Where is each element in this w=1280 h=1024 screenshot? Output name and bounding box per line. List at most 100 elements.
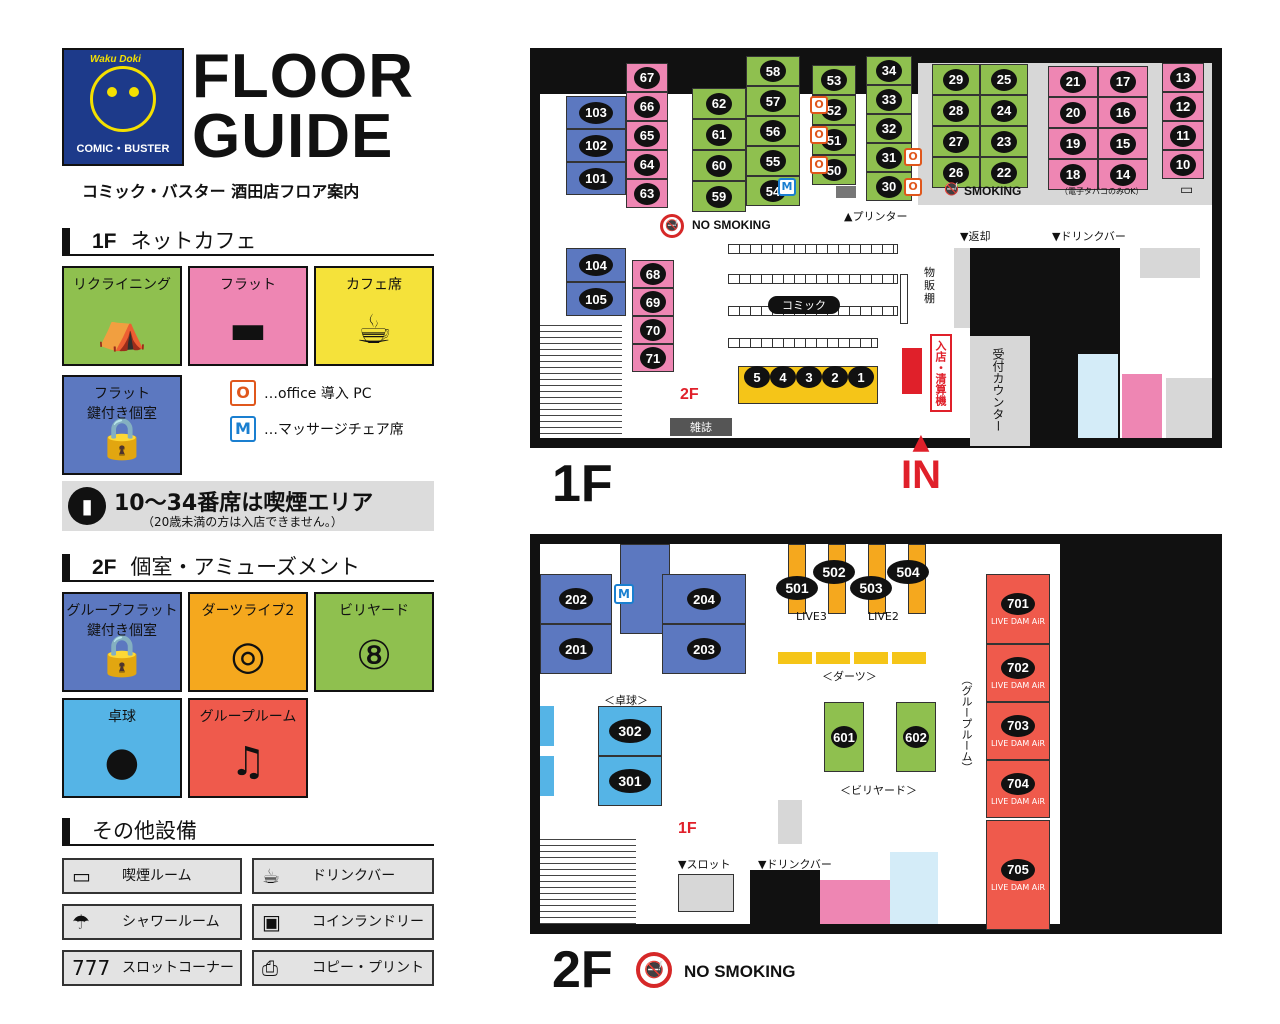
- cafe-seat-2: 2: [822, 366, 848, 388]
- printer-icon: ⎙: [262, 956, 278, 980]
- smoking-label: SMOKING: [964, 184, 1022, 198]
- dart-table: [816, 652, 850, 664]
- seat-number: 66: [634, 95, 660, 118]
- toilet-women: [1122, 374, 1162, 438]
- comic-shelf: [728, 338, 878, 348]
- seat-69: 69: [632, 288, 674, 316]
- stairs-2f: [540, 834, 636, 924]
- seat-67: 67: [626, 63, 668, 92]
- smoking-note-main: 10～34番席は喫煙エリア: [114, 491, 374, 516]
- washer-icon: ▣: [262, 910, 281, 934]
- seat-34: 34: [866, 56, 912, 85]
- seat-number: 34: [876, 59, 902, 82]
- locked-flat-icon: 🔒: [97, 416, 147, 462]
- seat-70: 70: [632, 316, 674, 344]
- comic-label: コミック: [768, 296, 840, 314]
- darts-label: ＜ダーツ＞: [822, 670, 877, 683]
- office-pc-icon: O: [810, 126, 828, 144]
- room-201: 201: [540, 624, 612, 674]
- seat-62: 62: [692, 88, 746, 119]
- pp-bench: [540, 706, 554, 746]
- seat-19: 19: [1048, 128, 1098, 159]
- seat-number: 65: [634, 124, 660, 147]
- seat-number: 29: [943, 68, 969, 91]
- seat-63: 63: [626, 179, 668, 208]
- seat-65: 65: [626, 121, 668, 150]
- toilet-women: [820, 880, 890, 924]
- seat-66: 66: [626, 92, 668, 121]
- seat-number: 57: [760, 90, 786, 112]
- dart-table: [778, 652, 812, 664]
- legend-office: O …office 導入 PC: [230, 380, 372, 406]
- seat-33: 33: [866, 85, 912, 114]
- seat-68: 68: [632, 260, 674, 288]
- seat-10: 10: [1162, 150, 1204, 179]
- other-label: その他設備: [92, 819, 197, 843]
- karaoke-label: LIVE DAM AiR: [990, 680, 1046, 690]
- dartboard-icon: ◎: [230, 633, 266, 679]
- seat-104: 104: [566, 248, 626, 282]
- seat-number: 18: [1060, 163, 1086, 186]
- group-room-number: 701: [1001, 592, 1035, 615]
- seat-103: 103: [566, 96, 626, 129]
- drinkbar-label: ▼ドリンクバー: [1052, 230, 1126, 243]
- no-smoking-icon: 🚭: [636, 952, 672, 988]
- room-203: 203: [662, 624, 746, 674]
- legend-massage-text: …マッサージチェア席: [264, 422, 404, 438]
- tile-group-flat: グループフラット 鍵付き個室🔒: [62, 592, 182, 692]
- drinkbar-counter: [1140, 248, 1200, 278]
- seat-71: 71: [632, 344, 674, 372]
- group-room-number: 705: [1001, 858, 1035, 881]
- cafe-seat-4: 4: [770, 366, 796, 388]
- seat-number: 105: [579, 288, 613, 310]
- equipment-label: 喫煙ルーム: [122, 868, 192, 884]
- seat-number: 27: [943, 130, 969, 153]
- seat-25: 25: [980, 64, 1028, 95]
- checkout-machine: [902, 348, 922, 394]
- slot-label: ▼スロット: [678, 858, 731, 871]
- seat-59: 59: [692, 181, 746, 212]
- karaoke-label: LIVE DAM AiR: [990, 738, 1046, 748]
- seat-number: 56: [760, 120, 786, 142]
- seat-24: 24: [980, 95, 1028, 126]
- seat-number: 67: [634, 66, 660, 89]
- karaoke-label: LIVE DAM AiR: [990, 616, 1046, 626]
- equipment-label: コインランドリー: [312, 914, 424, 930]
- smoking-room: [778, 800, 802, 844]
- group-flat-icon: 🔒: [97, 633, 147, 679]
- seat-number: 16: [1110, 101, 1136, 124]
- ping-pong-icon: ●: [104, 739, 140, 785]
- back-area: [1060, 544, 1212, 932]
- massage-chair-icon: M: [778, 178, 796, 196]
- pingpong-label: ＜卓球＞: [604, 694, 648, 707]
- floor1-map-label: 1F: [552, 455, 613, 513]
- seat-number: 70: [640, 319, 666, 341]
- seat-11: 11: [1162, 121, 1204, 150]
- smoking-area-note: ▮ 10～34番席は喫煙エリア （20歳未満の方は入店できません。）: [62, 481, 434, 531]
- seat-57: 57: [746, 86, 800, 116]
- seat-16: 16: [1098, 97, 1148, 128]
- floor1-name: ネットカフェ: [130, 229, 257, 253]
- smoking-note: （電子タバコのみOK）: [1060, 187, 1144, 196]
- entrance: ▲ IN: [896, 432, 946, 497]
- title-guide: GUIDE: [192, 102, 394, 171]
- seat-number: 69: [640, 291, 666, 313]
- seat-number: 103: [579, 101, 613, 124]
- tile-label: グループフラット 鍵付き個室: [66, 603, 178, 639]
- live3-label: LIVE3: [796, 610, 827, 623]
- tile-label: カフェ席: [346, 277, 402, 293]
- family-icon: ♫: [230, 739, 266, 785]
- other-section-title: その他設備: [62, 818, 434, 846]
- tile-ping-pong: 卓球●: [62, 698, 182, 798]
- seat-20: 20: [1048, 97, 1098, 128]
- equipment-cigarette: ▭喫煙ルーム: [62, 858, 242, 894]
- karaoke-label: LIVE DAM AiR: [990, 882, 1046, 892]
- tile-label: リクライニング: [73, 277, 171, 293]
- seat-number: 15: [1110, 132, 1136, 155]
- room-number: 204: [687, 588, 721, 610]
